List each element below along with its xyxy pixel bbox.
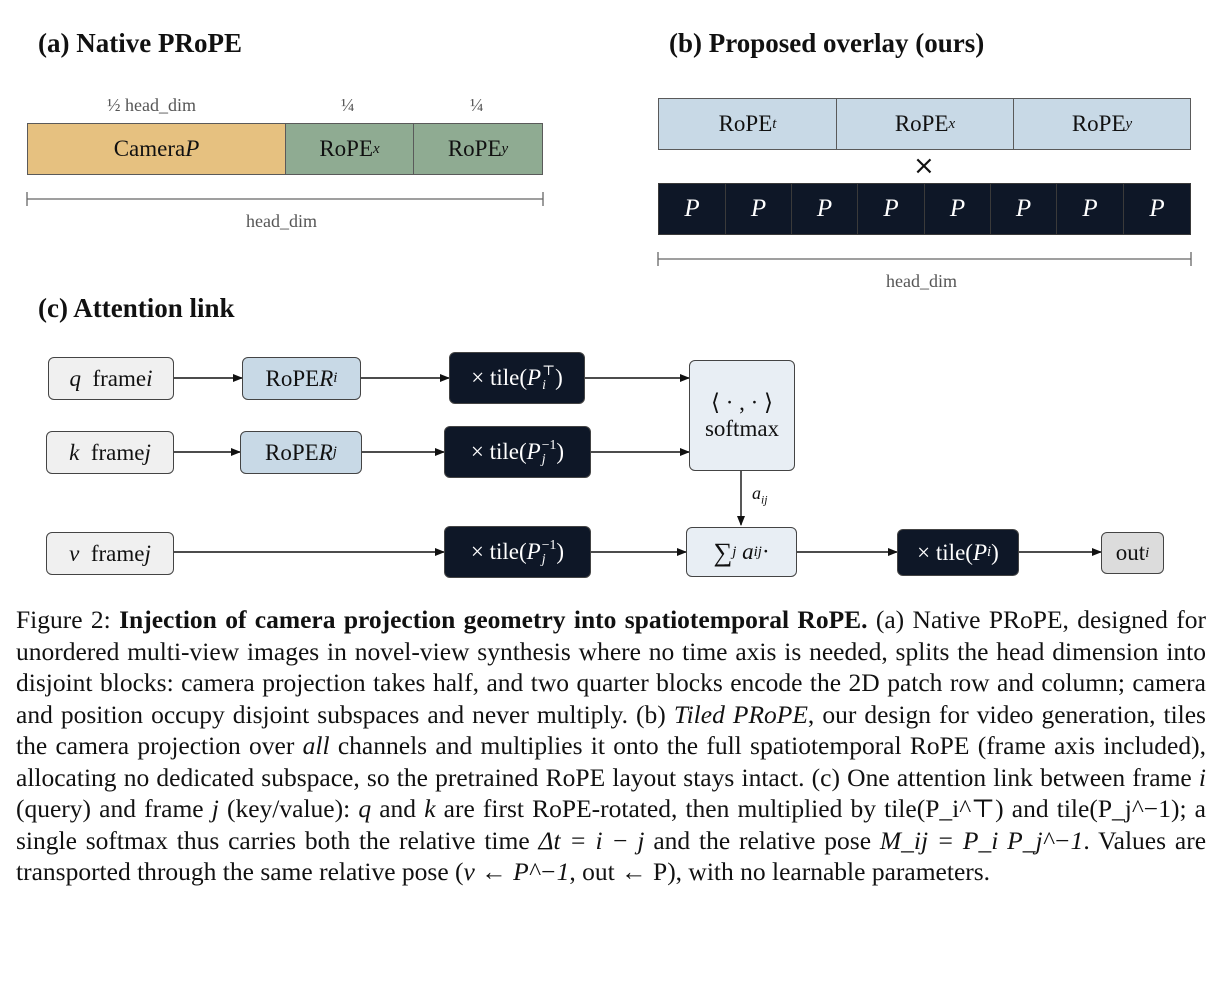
tile-p-transpose-node: × tile(P⊤i) [449, 352, 585, 404]
quarter-label-y: ¼ [470, 95, 484, 115]
p-cell: P [658, 183, 726, 235]
half-head-dim-label: ½ head_dim [107, 95, 196, 115]
panel-a-title: (a) Native PRoPE [38, 28, 242, 58]
p-cell: P [1123, 183, 1191, 235]
k-frame-node: k frame j [46, 431, 174, 474]
p-cell: P [725, 183, 792, 235]
p-cell: P [1056, 183, 1124, 235]
softmax-node: ⟨ · , · ⟩ softmax [689, 360, 795, 471]
v-frame-node: v frame j [46, 532, 174, 575]
head-dim-label-a: head_dim [246, 211, 317, 231]
panel-c-title: (c) Attention link [38, 293, 235, 323]
p-cell: P [990, 183, 1057, 235]
p-cell: P [924, 183, 991, 235]
camera-block: Camera P [27, 123, 286, 175]
p-cell: P [791, 183, 858, 235]
head-dim-label-b: head_dim [886, 271, 957, 291]
p-cell: P [857, 183, 925, 235]
q-frame-node: q frame i [48, 357, 174, 400]
attention-weight-label: aij [752, 483, 768, 507]
panel-b-title: (b) Proposed overlay (ours) [669, 28, 985, 58]
multiply-symbol: × [913, 151, 935, 181]
quarter-label-x: ¼ [341, 95, 355, 115]
figure-caption: Figure 2: Injection of camera projection… [16, 605, 1207, 886]
